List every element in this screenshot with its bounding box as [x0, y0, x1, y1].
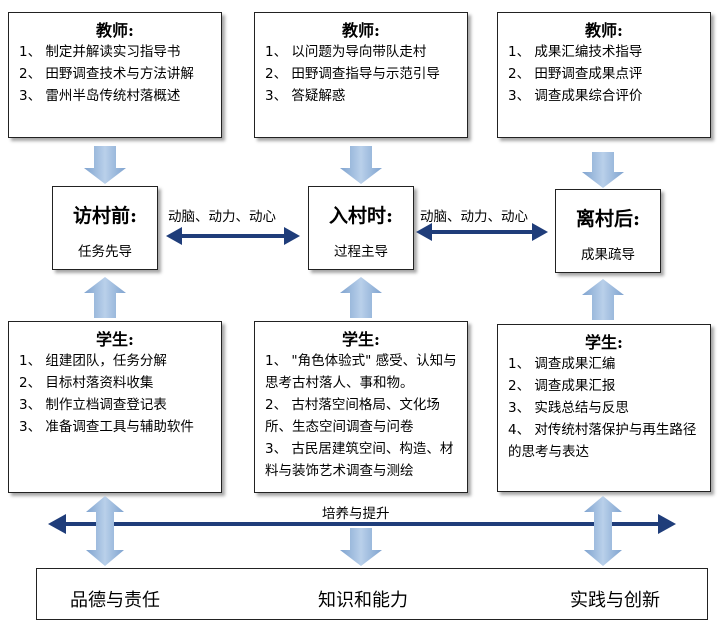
stage-subtitle: 成果疏导	[581, 247, 635, 263]
teacher-task-list: 1、 以问题为导向带队走村 2、 田野调查指导与示范引导 3、 答疑解惑	[255, 41, 467, 107]
stage-box-after: 离村后: 成果疏导	[555, 189, 661, 273]
teacher-task-list: 1、 成果汇编技术指导 2、 田野调查成果点评 3、 调查成果综合评价	[498, 41, 710, 107]
outcomes-box	[36, 568, 708, 620]
stage-subtitle: 任务先导	[78, 244, 132, 260]
connector-label: 动脑、动力、动心	[168, 209, 276, 225]
student-box-before: 学生: 1、 组建团队，任务分解 2、 目标村落资料收集 3、 制作立档调查登记…	[8, 321, 222, 493]
student-task-list: 1、 "角色体验式" 感受、认知与思考古村落人、事和物。 2、 古村落空间格局、…	[255, 350, 467, 482]
teacher-box-after: 教师: 1、 成果汇编技术指导 2、 田野调查成果点评 3、 调查成果综合评价	[497, 12, 711, 138]
outcome-label: 实践与创新	[570, 590, 660, 611]
outcome-label: 品德与责任	[70, 590, 160, 611]
student-title: 学生:	[342, 330, 380, 349]
double-arrow-icon	[166, 227, 300, 245]
student-box-after: 学生: 1、 调查成果汇编 2、 调查成果汇报 3、 实践总结与反思 4、 对传…	[497, 324, 711, 492]
list-item: 3、 答疑解惑	[265, 88, 346, 104]
teacher-box-during: 教师: 1、 以问题为导向带队走村 2、 田野调查指导与示范引导 3、 答疑解惑	[254, 12, 468, 138]
list-item: 2、 目标村落资料收集	[19, 375, 154, 391]
list-item: 3、 准备调查工具与辅助软件	[19, 419, 194, 435]
axis-label: 培养与提升	[322, 506, 390, 522]
stage-subtitle: 过程主导	[334, 244, 388, 260]
list-item: 2、 田野调查技术与方法讲解	[19, 66, 194, 82]
teacher-title: 教师:	[342, 21, 380, 40]
teacher-box-before: 教师: 1、 制定并解读实习指导书 2、 田野调查技术与方法讲解 3、 雷州半岛…	[8, 12, 222, 138]
stage-title: 离村后:	[575, 208, 640, 230]
vertical-double-arrow-icon	[86, 496, 124, 566]
list-item: 2、 古村落空间格局、文化场所、生态空间调查与问卷	[265, 397, 440, 435]
list-item: 1、 成果汇编技术指导	[508, 44, 643, 60]
arrow-down-icon	[340, 146, 382, 184]
teacher-task-list: 1、 制定并解读实习指导书 2、 田野调查技术与方法讲解 3、 雷州半岛传统村落…	[9, 41, 221, 107]
student-title: 学生:	[585, 333, 623, 352]
stage-box-during: 入村时: 过程主导	[308, 186, 414, 270]
stage-title: 入村时:	[328, 205, 393, 227]
teacher-title: 教师:	[96, 21, 134, 40]
vertical-double-arrow-icon	[584, 496, 622, 566]
list-item: 1、 以问题为导向带队走村	[265, 44, 427, 60]
list-item: 1、 制定并解读实习指导书	[19, 44, 181, 60]
long-double-arrow-icon	[48, 514, 676, 534]
arrow-up-icon	[84, 277, 126, 318]
double-arrow-icon	[416, 223, 548, 241]
arrow-down-icon	[340, 528, 382, 566]
list-item: 3、 雷州半岛传统村落概述	[19, 88, 181, 104]
list-item: 3、 制作立档调查登记表	[19, 397, 167, 413]
list-item: 3、 调查成果综合评价	[508, 88, 643, 104]
stage-title: 访村前:	[72, 205, 137, 227]
connector-label: 动脑、动力、动心	[420, 209, 528, 225]
stage-box-before: 访村前: 任务先导	[52, 186, 158, 270]
list-item: 2、 田野调查指导与示范引导	[265, 66, 440, 82]
list-item: 1、 组建团队，任务分解	[19, 353, 167, 369]
student-title: 学生:	[96, 330, 134, 349]
teacher-title: 教师:	[585, 21, 623, 40]
list-item: 1、 "角色体验式" 感受、认知与思考古村落人、事和物。	[265, 353, 457, 391]
list-item: 1、 调查成果汇编	[508, 356, 616, 372]
student-task-list: 1、 组建团队，任务分解 2、 目标村落资料收集 3、 制作立档调查登记表 3、…	[9, 350, 221, 438]
student-box-during: 学生: 1、 "角色体验式" 感受、认知与思考古村落人、事和物。 2、 古村落空…	[254, 321, 468, 493]
list-item: 4、 对传统村落保护与再生路径的思考与表达	[508, 422, 697, 460]
list-item: 3、 古民居建筑空间、构造、材料与装饰艺术调查与测绘	[265, 441, 454, 479]
arrow-up-icon	[582, 279, 624, 320]
list-item: 2、 田野调查成果点评	[508, 66, 643, 82]
outcome-label: 知识和能力	[318, 590, 408, 611]
list-item: 2、 调查成果汇报	[508, 378, 616, 394]
student-task-list: 1、 调查成果汇编 2、 调查成果汇报 3、 实践总结与反思 4、 对传统村落保…	[498, 353, 710, 463]
list-item: 3、 实践总结与反思	[508, 400, 629, 416]
arrow-down-icon	[582, 152, 624, 188]
arrow-down-icon	[84, 146, 126, 184]
arrow-up-icon	[340, 277, 382, 318]
